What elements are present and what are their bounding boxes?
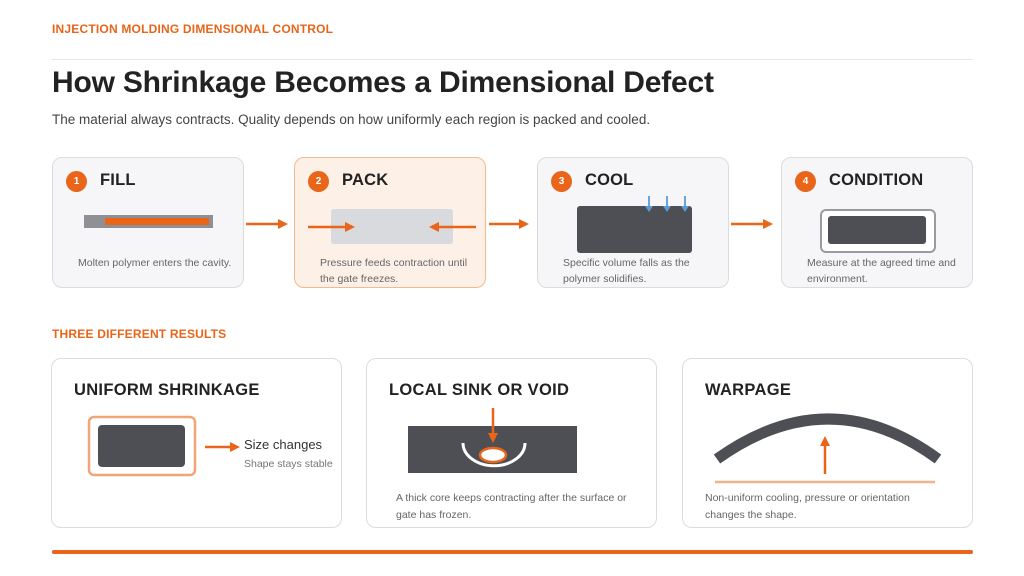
card-uniform-shrinkage: UNIFORM SHRINKAGE Size changes Shape sta… [51,358,342,528]
step-cool: 3 COOL Specific volume falls as the poly… [537,157,729,288]
step-number-badge: 3 [551,171,572,192]
arrow-right-icon [489,219,529,229]
pack-illustration [308,209,476,244]
card-description: Non-uniform cooling, pressure or orienta… [705,492,910,521]
condition-illustration [820,209,936,253]
cool-illustration [577,196,692,253]
bottom-accent-bar [52,550,973,554]
section-label: THREE DIFFERENT RESULTS [52,327,227,341]
step-description: Pressure feeds contraction until the gat… [320,257,468,285]
step-title: FILL [100,171,136,189]
arrow-right-icon [731,219,773,229]
eyebrow-label: INJECTION MOLDING DIMENSIONAL CONTROL [52,22,334,36]
sink-void-illustration [408,408,577,473]
step-fill: 1 FILL Molten polymer enters the cavity. [52,157,244,288]
arrow-right-icon [246,219,288,229]
step-number-badge: 4 [795,171,816,192]
step-description: Specific volume falls as the polymer sol… [563,257,690,285]
page-subtitle: The material always contracts. Quality d… [52,112,651,127]
step-number-badge: 2 [308,171,329,192]
step-number-badge: 1 [66,171,87,192]
uniform-shrinkage-illustration [87,415,240,477]
card-local-sink: LOCAL SINK OR VOID A thick core keeps co… [366,358,657,528]
card-description: A thick core keeps contracting after the… [396,492,627,521]
step-description: Molten polymer enters the cavity. [78,257,232,269]
step-pack: 2 PACK Pressure feeds contraction until … [294,157,486,288]
fill-illustration [84,215,213,228]
step-title: CONDITION [829,171,924,189]
shape-stable-label: Shape stays stable [244,458,333,470]
divider [52,59,973,60]
card-title: WARPAGE [705,381,792,399]
warpage-illustration [713,413,942,484]
step-title: COOL [585,171,634,189]
card-warpage: WARPAGE Non-uniform cooling, pressure or… [682,358,973,528]
step-description: Measure at the agreed time and environme… [807,257,956,285]
page-title: How Shrinkage Becomes a Dimensional Defe… [52,66,714,99]
card-title: LOCAL SINK OR VOID [389,381,570,399]
size-changes-label: Size changes [244,437,323,452]
step-condition: 4 CONDITION Measure at the agreed time a… [781,157,973,288]
step-title: PACK [342,171,389,189]
card-title: UNIFORM SHRINKAGE [74,381,260,399]
